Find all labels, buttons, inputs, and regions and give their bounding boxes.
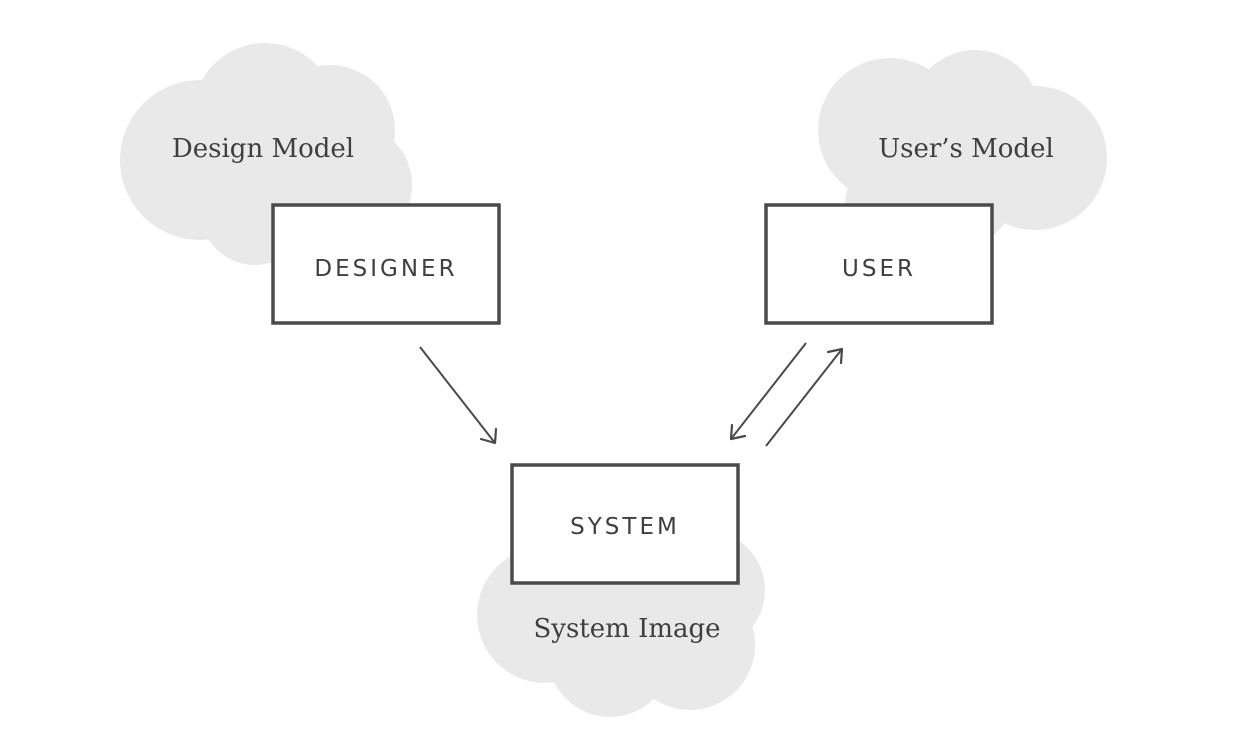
system-image-label: System Image [533,614,720,644]
system-box: SYSTEM [510,463,740,585]
system-image-cloud [477,520,765,717]
designer-box: DESIGNER [271,203,501,325]
designer-label: DESIGNER [314,256,457,282]
arrow-user-to-system [729,342,807,441]
users-model-label: User’s Model [878,134,1054,164]
arrow-designer-to-system [419,346,498,445]
system-label: SYSTEM [570,514,680,540]
design-model-label: Design Model [172,134,354,164]
arrow-system-to-user [765,347,844,447]
user-label: USER [842,256,916,282]
user-box: USER [764,203,994,325]
